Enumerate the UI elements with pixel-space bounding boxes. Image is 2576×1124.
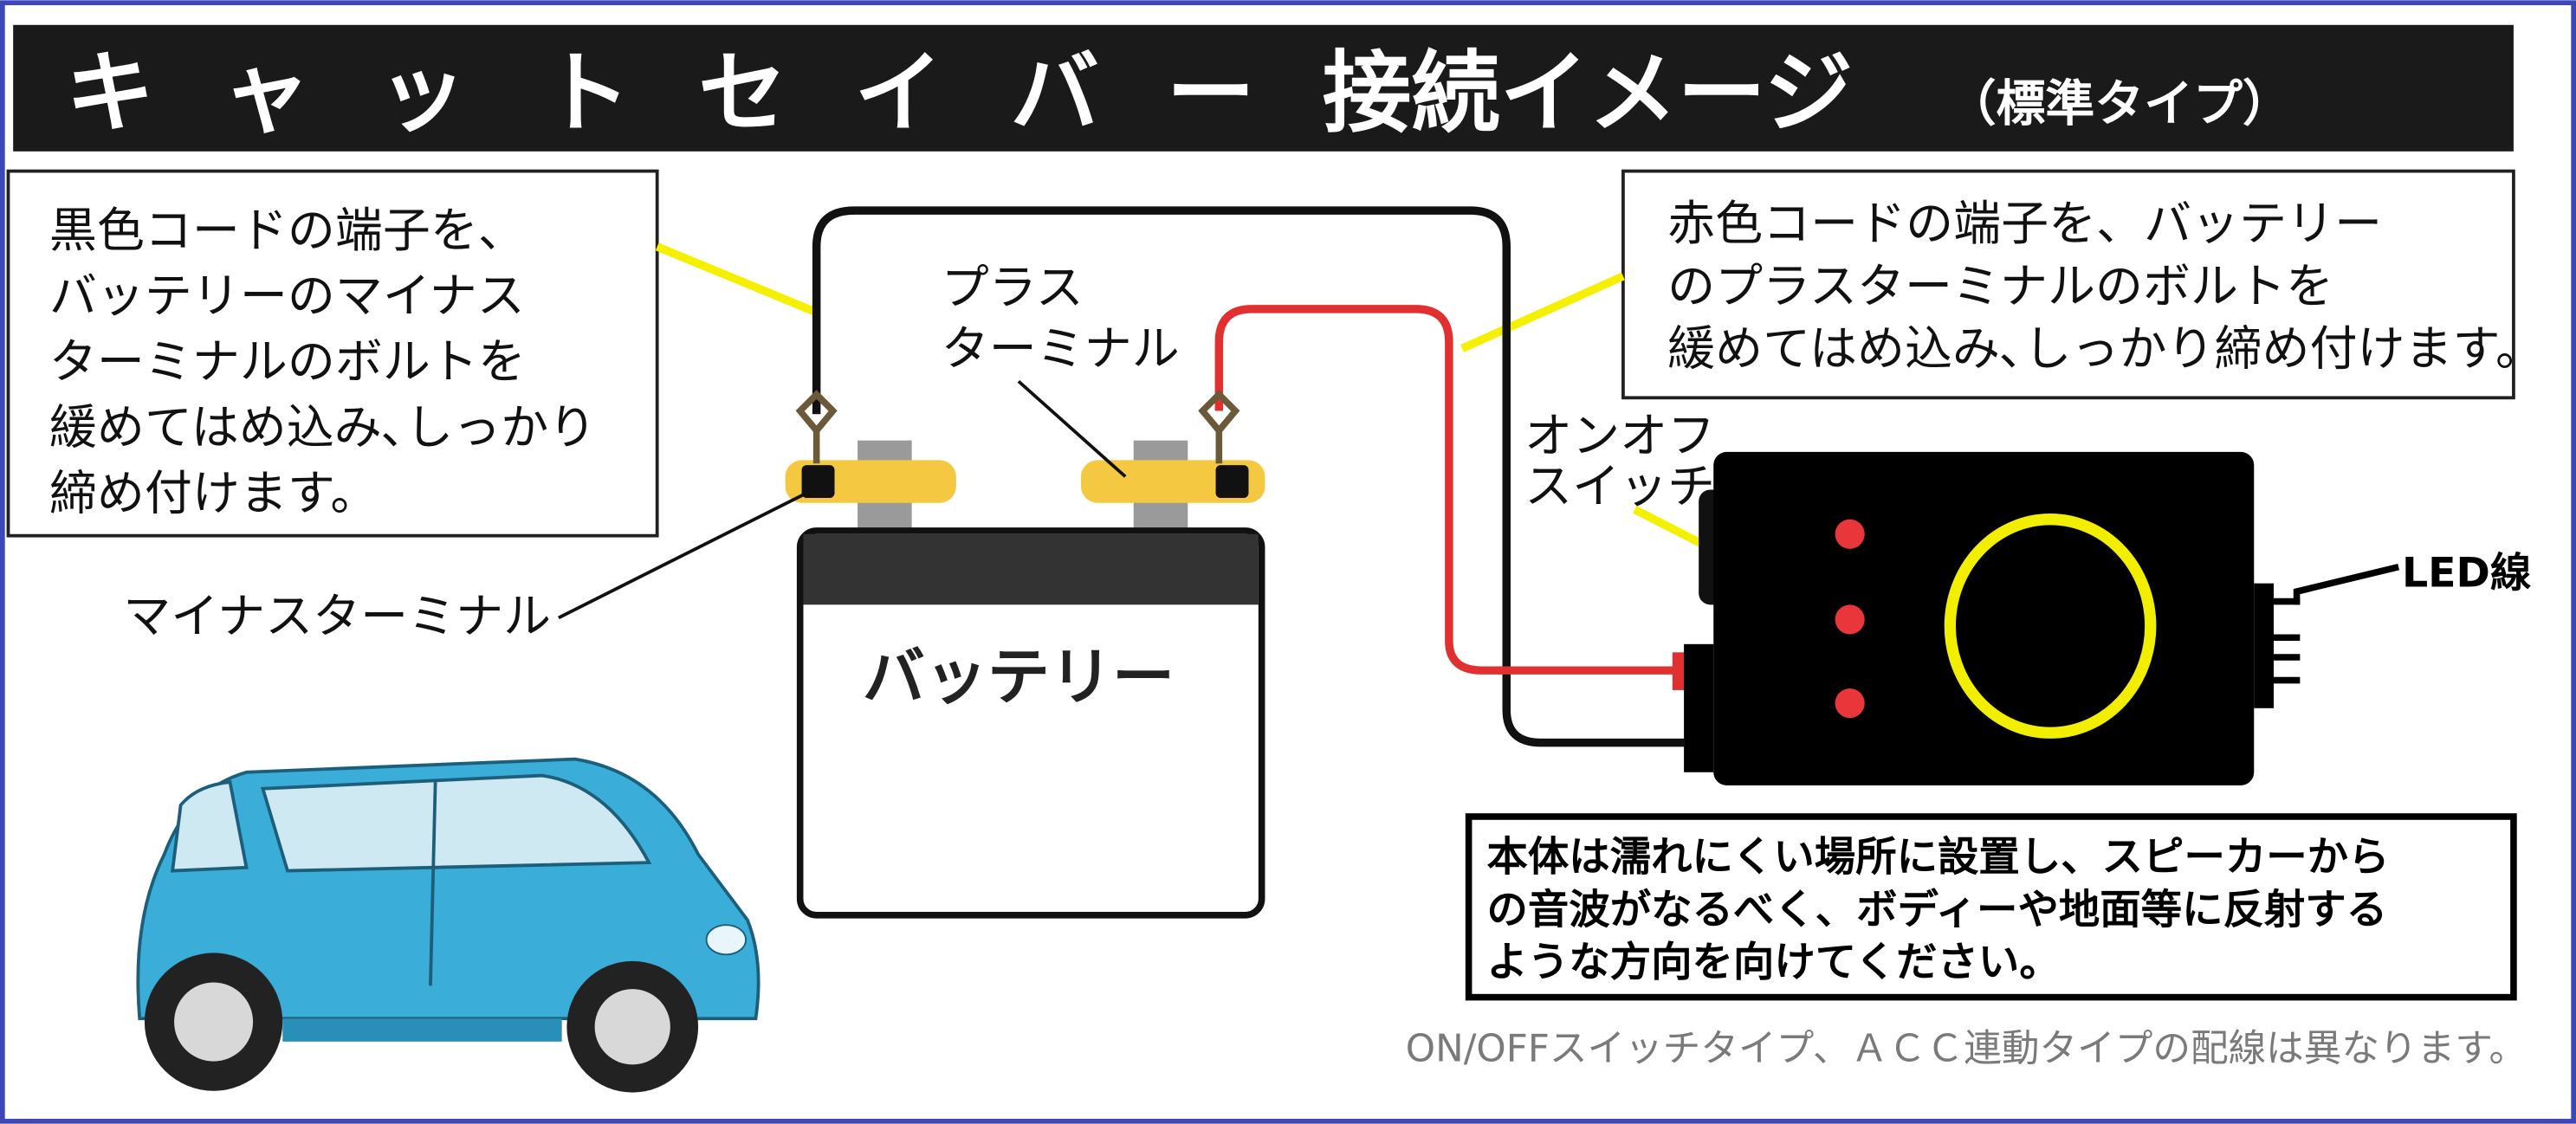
battery-label: バッテリー (863, 640, 1175, 713)
left-callout-pointer (655, 242, 819, 317)
speaker-ring (1944, 514, 2157, 739)
title-suffix: 接続イメージ (1323, 42, 1853, 145)
title-char: キ (66, 42, 154, 145)
plus-terminal-label: プラス (942, 260, 1084, 315)
plus-terminal-pointer (1017, 379, 1127, 478)
minus-terminal-pointer (558, 488, 814, 620)
notice-line: の音波がなるべく、ボディーや地面等に反射する (1486, 886, 2387, 933)
cat-saver-device (1672, 451, 2400, 785)
left-callout-line: バッテリーのマイナス (49, 268, 525, 324)
title-char: ー (1167, 42, 1255, 145)
right-callout: 赤色コードの端子を、バッテリー のプラスターミナルのボルトを 緩めてはめ込み､し… (1621, 169, 2543, 400)
car-illustration (136, 757, 761, 1093)
led-indicator (1835, 519, 1865, 549)
left-callout-line: 締め付けます。 (49, 465, 379, 520)
switch-label: オンオフ (1524, 408, 1715, 463)
switch-label: スイッチ (1524, 459, 1715, 514)
footer-note: ON/OFFスイッチタイプ、ＡＣＣ連動タイプの配線は異なります。 (1406, 1028, 2527, 1071)
left-callout-line: 緩めてはめ込み､しっかり (49, 399, 596, 455)
title-char: ト (542, 42, 631, 145)
led-wire-label: LED線 (2402, 549, 2531, 597)
title-char: バ (1010, 42, 1098, 145)
switch-pointer (1633, 506, 1711, 552)
left-callout-line: 黒色コードの端子を、 (49, 203, 526, 258)
title-char: ャ (222, 42, 310, 145)
right-callout-line: 赤色コードの端子を、バッテリー (1667, 196, 2382, 251)
red-wire (1214, 305, 1676, 675)
notice-line: ような方向を向けてください。 (1486, 939, 2060, 986)
plus-terminal-clamp (1081, 390, 1265, 503)
left-callout: 黒色コードの端子を、 バッテリーのマイナス ターミナルのボルトを 緩めてはめ込み… (6, 169, 659, 538)
led-indicator (1835, 688, 1865, 719)
title-char: セ (698, 42, 786, 145)
notice-box: 本体は濡れにくい場所に設置し、スピーカーから の音波がなるべく、ボディーや地面等… (1465, 813, 2517, 1001)
minus-terminal-label: マイナスターミナル (123, 589, 551, 644)
left-callout-line: ターミナルのボルトを (49, 334, 526, 390)
right-callout-line: のプラスターミナルのボルトを (1667, 258, 2333, 313)
title-char: ッ (378, 42, 466, 145)
battery: バッテリー (796, 440, 1265, 919)
title-char: イ (854, 42, 942, 145)
right-callout-pointer (1460, 272, 1625, 352)
led-indicator (1835, 604, 1865, 635)
notice-line: 本体は濡れにくい場所に設置し、スピーカーから (1486, 834, 2389, 882)
title-bar: キ ャ ッ ト セ イ バ ー 接続イメージ （標準タイプ） (13, 24, 2514, 152)
right-callout-line: 緩めてはめ込み､しっかり締め付けます。 (1667, 320, 2543, 376)
black-wire (812, 206, 1685, 747)
title-sub: （標準タイプ） (1947, 75, 2292, 132)
plus-terminal-label: ターミナル (942, 320, 1180, 376)
